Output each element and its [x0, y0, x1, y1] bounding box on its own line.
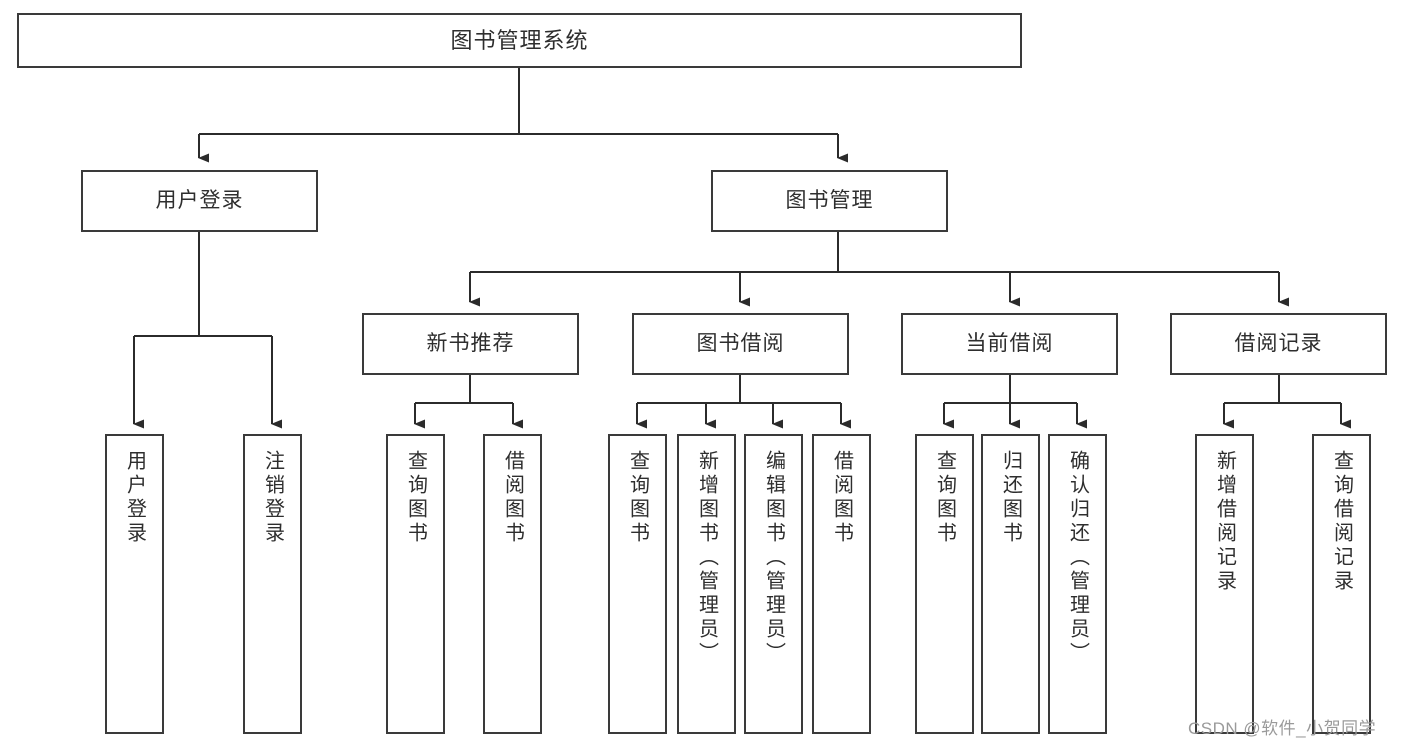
node-label: 当前借阅 [965, 331, 1054, 355]
node-label: 图书借阅 [696, 331, 785, 355]
node-book-management-system[interactable]: 图书管理系统 [17, 13, 1022, 68]
node-book-management[interactable]: 图书管理 [711, 170, 948, 232]
node-label: 查询图书 [626, 450, 649, 546]
node-label: 用户登录 [123, 450, 146, 546]
node-label: 借阅图书 [830, 450, 853, 546]
node-label: 用户登录 [155, 188, 244, 212]
leaf-borrow-book[interactable]: 借阅图书 [812, 434, 871, 734]
leaf-query-book-current[interactable]: 查询图书 [915, 434, 974, 734]
node-label: 编辑图书（管理员） [762, 450, 785, 666]
node-label: 图书管理 [785, 188, 874, 212]
leaf-borrow-book-recommend[interactable]: 借阅图书 [483, 434, 542, 734]
node-label: 查询图书 [933, 450, 956, 546]
node-label: 归还图书 [999, 450, 1022, 546]
node-user-login[interactable]: 用户登录 [81, 170, 318, 232]
leaf-query-borrow-record[interactable]: 查询借阅记录 [1312, 434, 1371, 734]
node-label: 新增借阅记录 [1213, 450, 1236, 594]
node-label: 借阅图书 [501, 450, 524, 546]
leaf-query-book-recommend[interactable]: 查询图书 [386, 434, 445, 734]
leaf-return-book[interactable]: 归还图书 [981, 434, 1040, 734]
node-label: 查询图书 [404, 450, 427, 546]
leaf-user-logout[interactable]: 注销登录 [243, 434, 302, 734]
node-label: 查询借阅记录 [1330, 450, 1353, 594]
leaf-user-login[interactable]: 用户登录 [105, 434, 164, 734]
node-current-borrow[interactable]: 当前借阅 [901, 313, 1118, 375]
leaf-edit-book-admin[interactable]: 编辑图书（管理员） [744, 434, 803, 734]
node-label: 确认归还（管理员） [1066, 450, 1089, 666]
leaf-query-book-borrow[interactable]: 查询图书 [608, 434, 667, 734]
node-new-book-recommend[interactable]: 新书推荐 [362, 313, 579, 375]
csdn-watermark: CSDN @软件_小贺同学 [1188, 719, 1377, 738]
node-label: 新增图书（管理员） [695, 450, 718, 666]
leaf-confirm-return-admin[interactable]: 确认归还（管理员） [1048, 434, 1107, 734]
node-label: 新书推荐 [426, 331, 515, 355]
leaf-add-book-admin[interactable]: 新增图书（管理员） [677, 434, 736, 734]
node-label: 注销登录 [261, 450, 284, 546]
leaf-add-borrow-record[interactable]: 新增借阅记录 [1195, 434, 1254, 734]
node-borrow-record[interactable]: 借阅记录 [1170, 313, 1387, 375]
node-label: 借阅记录 [1234, 331, 1323, 355]
node-book-borrow[interactable]: 图书借阅 [632, 313, 849, 375]
node-label: 图书管理系统 [450, 27, 589, 53]
